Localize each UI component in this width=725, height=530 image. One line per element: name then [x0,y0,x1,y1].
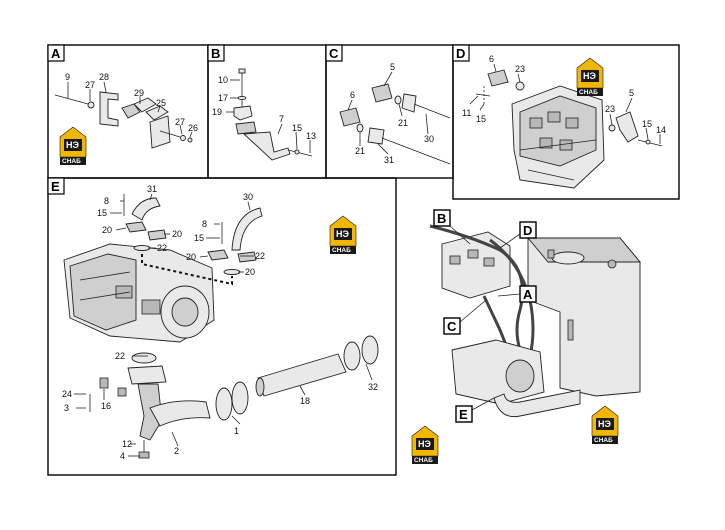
logo-glyph: НЭ [66,140,79,150]
panel-letter: C [329,46,339,61]
part-label: 31 [147,184,157,194]
callout-b: B [433,209,471,245]
panel-a: A 9 27 28 29 25 27 26 НЭ СНА [47,44,209,179]
part-label: 26 [188,123,198,133]
part-label: 2 [174,446,179,456]
part-label: 22 [157,243,167,253]
panel-letter: A [51,46,61,61]
logo-glyph: НЭ [336,229,349,239]
callout-e: E [455,397,495,423]
callout-letter: B [437,211,446,226]
part-label: 15 [476,114,486,124]
part-label: 6 [350,90,355,100]
part-label: 20 [172,229,182,239]
part-label: 4 [120,451,125,461]
callout-a: A [497,285,537,303]
brand-logo: НЭ СНАБ [59,126,87,166]
logo-caption: СНАБ [62,158,81,165]
overview-assembly: B D A C E НЭ СНАБ НЭ [411,209,641,465]
panel-letter: B [211,46,220,61]
part-label: 23 [605,104,615,114]
part-label: 23 [515,64,525,74]
part-label: 5 [629,88,634,98]
logo-caption: СНАБ [594,437,613,444]
part-label: 17 [218,93,228,103]
panel-d: D 6 23 11 15 5 23 15 14 [452,44,680,200]
panel-c: C 5 6 21 30 21 31 [325,44,454,179]
panel-e: E [47,177,397,476]
part-label: 10 [218,75,228,85]
callout-letter: A [523,287,533,302]
part-label: 1 [234,426,239,436]
callout-d: D [499,221,537,249]
part-label: 27 [175,117,185,127]
part-label: 13 [306,131,316,141]
part-label: 22 [115,351,125,361]
part-label: 21 [355,146,365,156]
part-label: 31 [384,155,394,165]
part-label: 18 [300,396,310,406]
part-label: 24 [62,389,72,399]
logo-glyph: НЭ [418,439,431,449]
logo-glyph: НЭ [598,419,611,429]
panel-b: B 10 17 19 7 15 13 [207,44,327,179]
brand-logo: НЭ СНАБ [576,57,604,97]
panel-letter: D [456,46,465,61]
part-label: 15 [292,123,302,133]
part-label: 14 [656,125,666,135]
logo-glyph: НЭ [583,71,596,81]
part-label: 11 [462,108,471,118]
part-label: 30 [424,134,434,144]
part-label: 5 [390,62,395,72]
part-label: 6 [489,54,494,64]
part-label: 20 [102,225,112,235]
part-label: 27 [85,80,95,90]
part-label: 32 [368,382,378,392]
brand-logo: НЭ СНАБ [411,425,439,465]
part-label: 9 [65,72,70,82]
part-label: 7 [279,114,284,124]
brand-logo: НЭ СНАБ [591,405,619,445]
logo-caption: СНАБ [579,89,598,96]
part-label: 16 [101,401,111,411]
part-label: 25 [156,98,166,108]
part-label: 15 [642,119,652,129]
part-label: 3 [64,403,69,413]
part-label: 8 [104,196,109,206]
panel-letter: E [51,179,60,194]
part-label: 28 [99,72,109,82]
brand-logo: НЭ СНАБ [329,215,357,255]
callout-letter: D [523,223,532,238]
part-label: 22 [255,251,265,261]
callout-letter: C [447,319,457,334]
part-label: 20 [186,252,196,262]
callout-letter: E [459,407,468,422]
logo-caption: СНАБ [414,457,433,464]
part-label: 8 [202,219,207,229]
part-label: 15 [194,233,204,243]
part-label: 21 [398,118,408,128]
logo-caption: СНАБ [332,247,351,254]
part-label: 19 [212,107,222,117]
part-label: 20 [245,267,255,277]
callout-c: C [443,299,487,335]
part-label: 15 [97,208,107,218]
part-label: 30 [243,192,253,202]
part-label: 29 [134,88,144,98]
part-label: 12 [122,439,132,449]
